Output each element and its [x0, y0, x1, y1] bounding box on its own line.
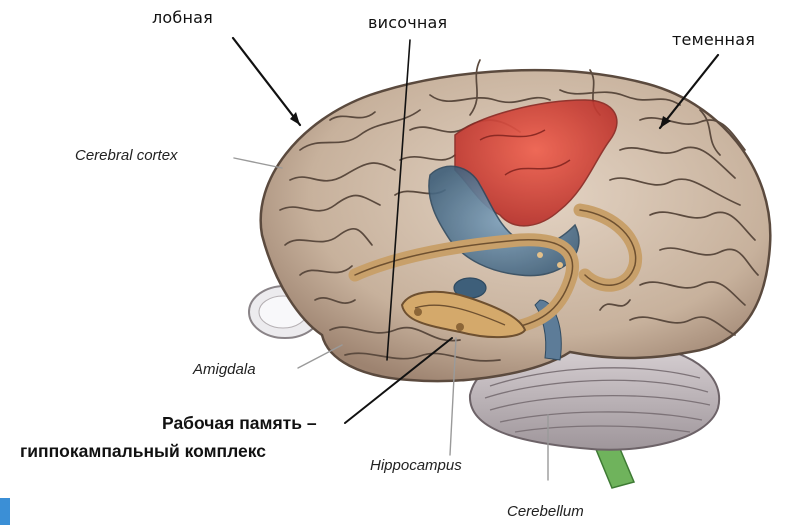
leader-frontal: [233, 38, 300, 125]
label-working-memory-line1: Рабочая память –: [162, 413, 317, 434]
label-amygdala: Amigdala: [193, 361, 256, 378]
label-hippocampus: Hippocampus: [370, 457, 462, 474]
corner-tab: [0, 498, 10, 525]
leader-cortex: [234, 158, 282, 168]
label-cerebellum: Cerebellum: [507, 503, 584, 520]
label-parietal: теменная: [672, 30, 755, 49]
label-cortex: Cerebral cortex: [75, 147, 178, 164]
label-working-memory-line2: гиппокампальный комплекс: [20, 441, 266, 462]
label-frontal: лобная: [152, 8, 213, 27]
label-temporal: височная: [368, 13, 447, 32]
